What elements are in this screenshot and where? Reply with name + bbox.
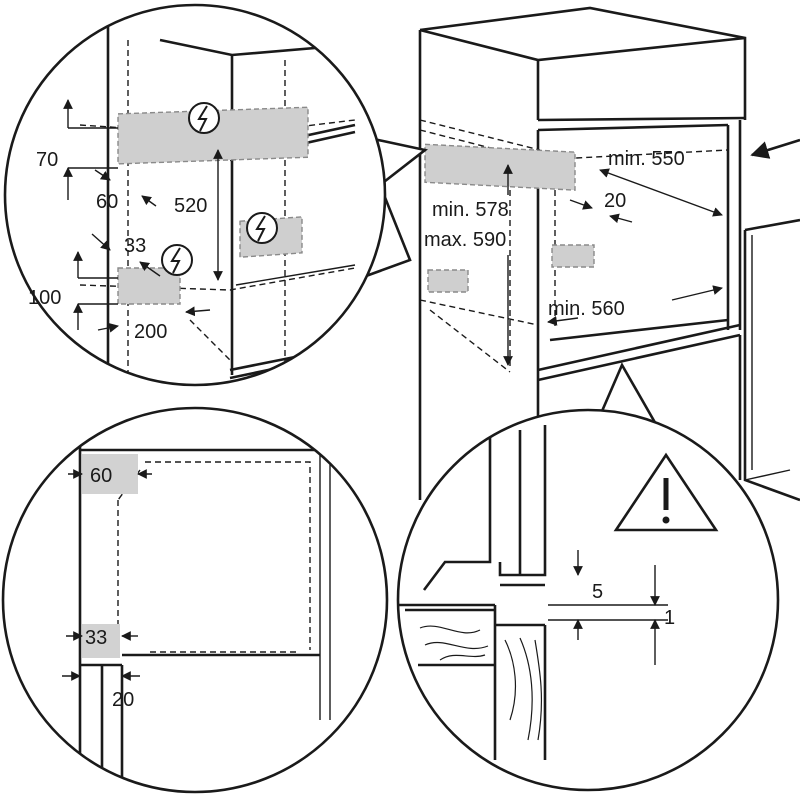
dim-20-bottom: 20 xyxy=(112,689,134,711)
dim-100: 100 xyxy=(28,287,61,309)
detail-circle-bottom-left: 60 33 20 xyxy=(1,406,389,794)
dim-min-578: min. 578 xyxy=(432,199,509,221)
dim-70: 70 xyxy=(36,149,58,171)
dim-60-bottom: 60 xyxy=(90,465,112,487)
dim-min-550: min. 550 xyxy=(608,148,685,170)
electrical-connection-icon xyxy=(188,102,220,134)
dim-1: 1 xyxy=(664,607,675,629)
dim-200: 200 xyxy=(134,321,167,343)
electrical-connection-icon xyxy=(161,244,193,276)
dim-20-main: 20 xyxy=(604,190,626,212)
main-cabinet-drawing: min. 578 max. 590 min. 550 20 min. 560 xyxy=(418,6,800,502)
detail-circle-top-left: 70 60 520 33 100 200 xyxy=(3,3,387,387)
dim-33-top: 33 xyxy=(124,235,146,257)
dim-60-top: 60 xyxy=(96,191,118,213)
dim-520: 520 xyxy=(174,195,207,217)
dim-5: 5 xyxy=(592,581,603,603)
detail-circle-bottom-right: 5 1 xyxy=(396,408,780,792)
electrical-connection-icon xyxy=(246,212,278,244)
dim-33-bottom: 33 xyxy=(85,627,107,649)
dim-min-560: min. 560 xyxy=(548,298,625,320)
dim-max-590: max. 590 xyxy=(424,229,506,251)
warning-triangle-icon xyxy=(613,452,719,532)
